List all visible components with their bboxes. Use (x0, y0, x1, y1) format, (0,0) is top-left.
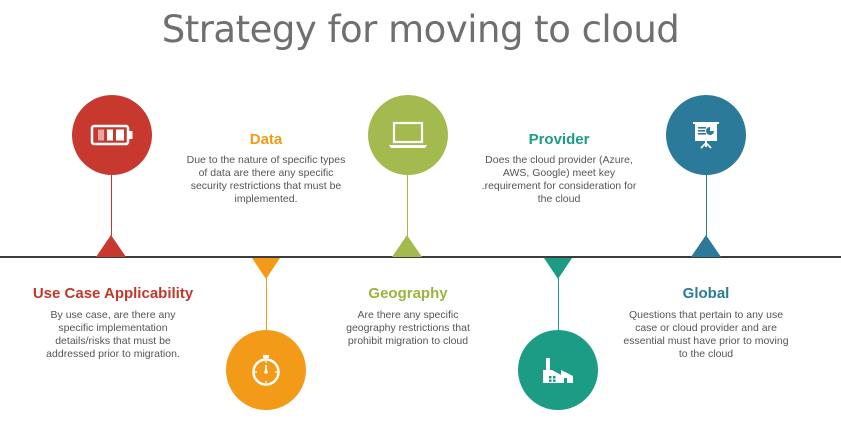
step-heading-use-case: Use Case Applicability (32, 285, 194, 302)
stopwatch-icon (252, 355, 280, 386)
step-heading-provider: Provider (528, 131, 590, 148)
presentation-board-icon (693, 122, 719, 149)
step-description-data: Due to the nature of specific types of d… (186, 154, 346, 205)
step-heading-geography: Geography (368, 285, 448, 302)
step-heading-global: Global (682, 285, 730, 302)
battery-icon (90, 124, 133, 146)
connector-line (266, 278, 267, 332)
step-heading-data: Data (249, 131, 283, 148)
connector-line (558, 278, 559, 332)
step-description-use-case: By use case, are there any specific impl… (46, 309, 180, 360)
step-description-provider: Does the cloud provider (Azure, AWS, Goo… (481, 154, 637, 205)
timeline-marker (252, 258, 280, 279)
step-circle-global (666, 95, 746, 175)
timeline-marker (691, 235, 721, 257)
step-circle-use-case (72, 95, 152, 175)
step-description-global: Questions that pertain to any use case o… (623, 309, 789, 360)
page-title: Strategy for moving to cloud (161, 8, 680, 51)
laptop-icon (389, 121, 427, 148)
step-circle-provider (518, 330, 598, 410)
timeline-marker (392, 235, 422, 257)
connector-line (111, 172, 112, 236)
connector-line (407, 172, 408, 236)
timeline-axis (0, 256, 841, 258)
step-description-geography: Are there any specific geography restric… (346, 309, 470, 347)
timeline-marker (544, 258, 572, 279)
timeline-marker (96, 235, 126, 257)
step-circle-data (226, 330, 306, 410)
factory-icon (543, 358, 573, 383)
step-circle-geography (368, 95, 448, 175)
connector-line (706, 172, 707, 236)
